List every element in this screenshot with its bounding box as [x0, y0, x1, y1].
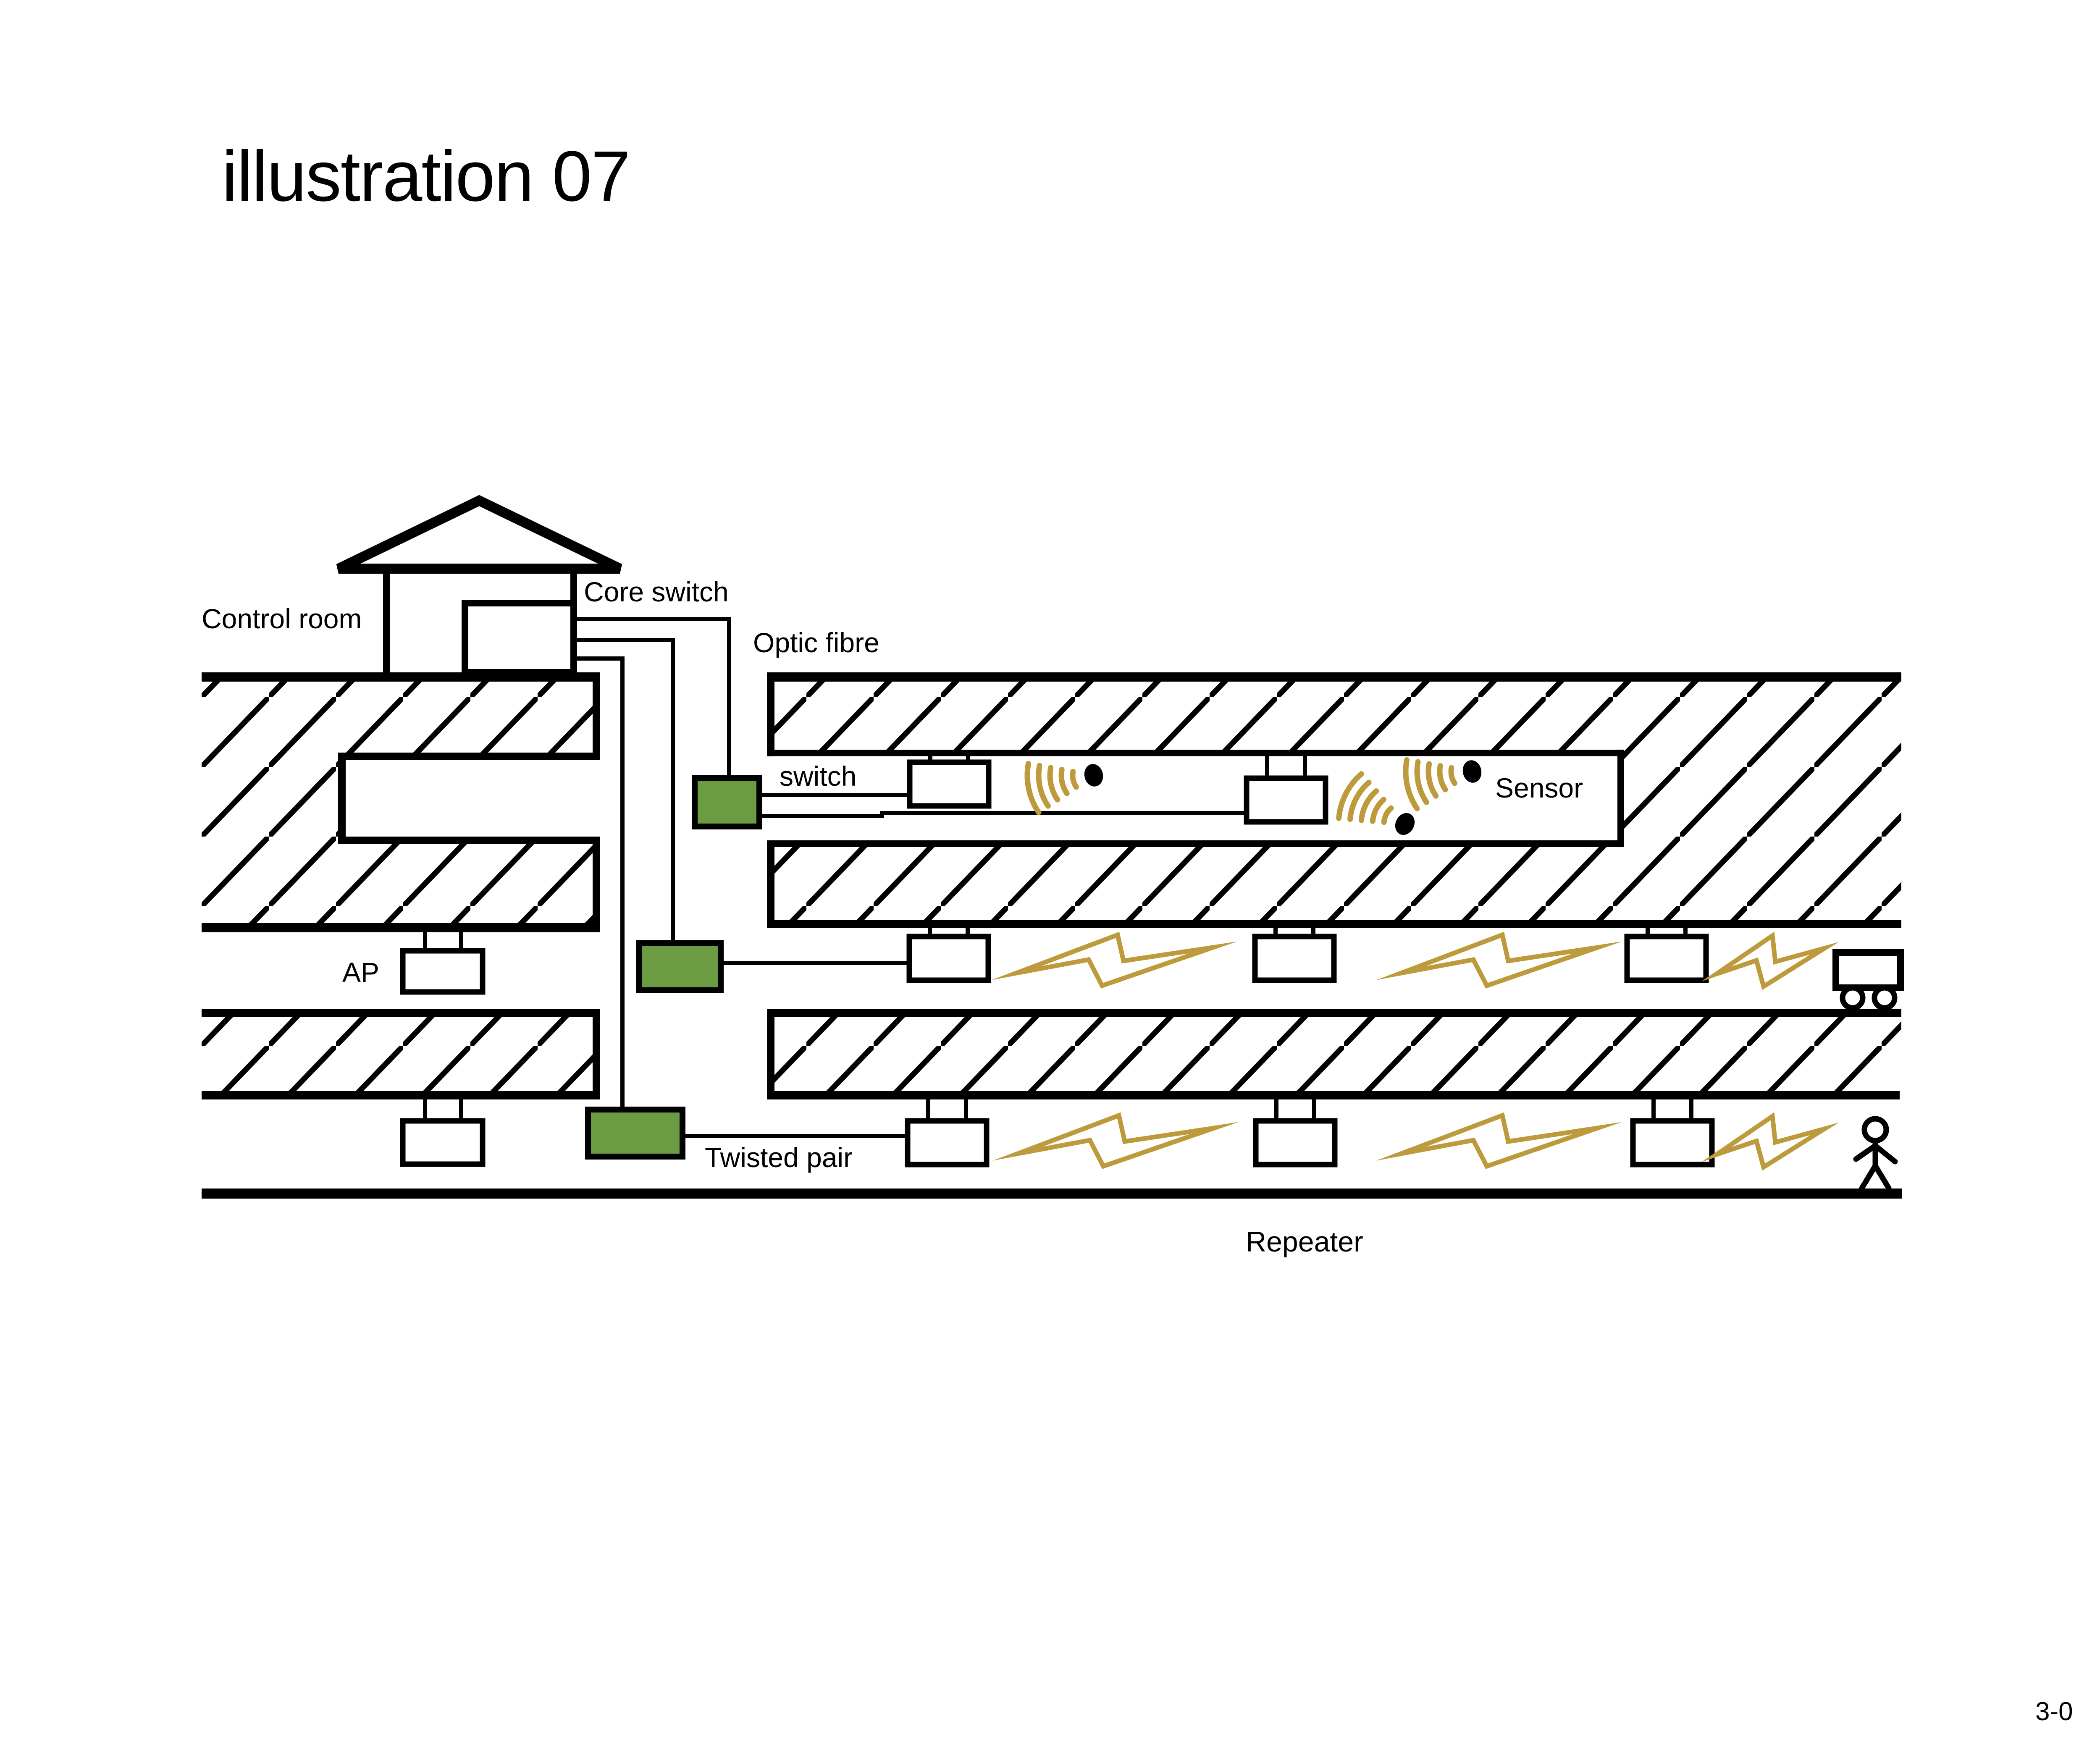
- ap-node-1: [400, 948, 486, 995]
- label-sensor: Sensor: [1495, 772, 1583, 803]
- optic-fibre-cable-3: [574, 656, 625, 1112]
- label-ap: AP: [342, 957, 379, 988]
- lightning-bolt-icon: [1717, 1116, 1824, 1167]
- cart-wheel: [1840, 985, 1866, 1011]
- green-switch-1-icon: [692, 775, 762, 829]
- lightning-bolt-icon: [1018, 1115, 1214, 1166]
- switch-to-sensor2-line: [759, 811, 1249, 818]
- mine-cart-icon: [1832, 949, 1904, 1011]
- wifi-waves-icon: [1024, 749, 1108, 813]
- wifi-waves-icon: [1334, 772, 1424, 850]
- lightning-bolt-icon: [1717, 936, 1824, 987]
- house-roof: [336, 495, 622, 574]
- middle-tunnel-nodes: [906, 926, 1904, 1011]
- cart-wheel: [1872, 985, 1898, 1011]
- rock-strata: [202, 682, 1901, 1091]
- repeater-node: [1252, 934, 1337, 983]
- green-switch-2-icon: [636, 940, 724, 993]
- rock-upper-right-block: [767, 682, 1901, 920]
- rock-middle-band: [767, 1017, 1901, 1091]
- page-number: 3-0: [2035, 1697, 2073, 1726]
- control-room-house-icon: [336, 495, 622, 676]
- repeater-node: [1630, 1118, 1715, 1168]
- page-title: illustration 07: [222, 136, 630, 216]
- person-body: [1853, 1138, 1898, 1191]
- person-head: [1861, 1116, 1889, 1144]
- repeater-node: [1624, 934, 1709, 983]
- label-control-room: Control room: [202, 603, 362, 634]
- label-core-switch: Core switch: [584, 576, 729, 607]
- lightning-bolt-icon: [1401, 935, 1598, 986]
- tunnel-structure-lines: [202, 672, 1902, 1199]
- backbone-cables: [574, 617, 731, 1112]
- rock-left-block: [202, 682, 596, 923]
- lightning-bolt-icon: [1401, 1115, 1598, 1166]
- repeater-node: [1253, 1118, 1338, 1168]
- label-switch: switch: [780, 761, 856, 792]
- label-twisted-pair: Twisted pair: [705, 1142, 853, 1173]
- upper-tunnel-nodes: [907, 745, 1486, 850]
- repeater-node: [905, 1118, 990, 1168]
- ap-nodes: [400, 932, 486, 1167]
- lightning-bolt-icon: [1016, 935, 1213, 986]
- sensor-node-2: [1244, 775, 1328, 825]
- green-switch-3-icon: [585, 1107, 685, 1160]
- feeder-lines: [682, 793, 1249, 1138]
- repeater-node: [906, 934, 991, 983]
- cart-body: [1832, 949, 1904, 991]
- optic-fibre-cable-1: [574, 617, 731, 780]
- bottom-tunnel-nodes: [905, 1097, 1898, 1191]
- ap-node-2: [400, 1118, 486, 1167]
- label-optic-fibre: Optic fibre: [753, 627, 879, 658]
- label-repeater: Repeater: [1246, 1226, 1363, 1258]
- optic-fibre-cable-2: [574, 638, 675, 945]
- miner-person-icon: [1853, 1116, 1898, 1191]
- core-switch-box: [462, 600, 577, 676]
- rock-left-lower-band: [202, 1017, 596, 1091]
- sensor-node-1: [907, 759, 992, 809]
